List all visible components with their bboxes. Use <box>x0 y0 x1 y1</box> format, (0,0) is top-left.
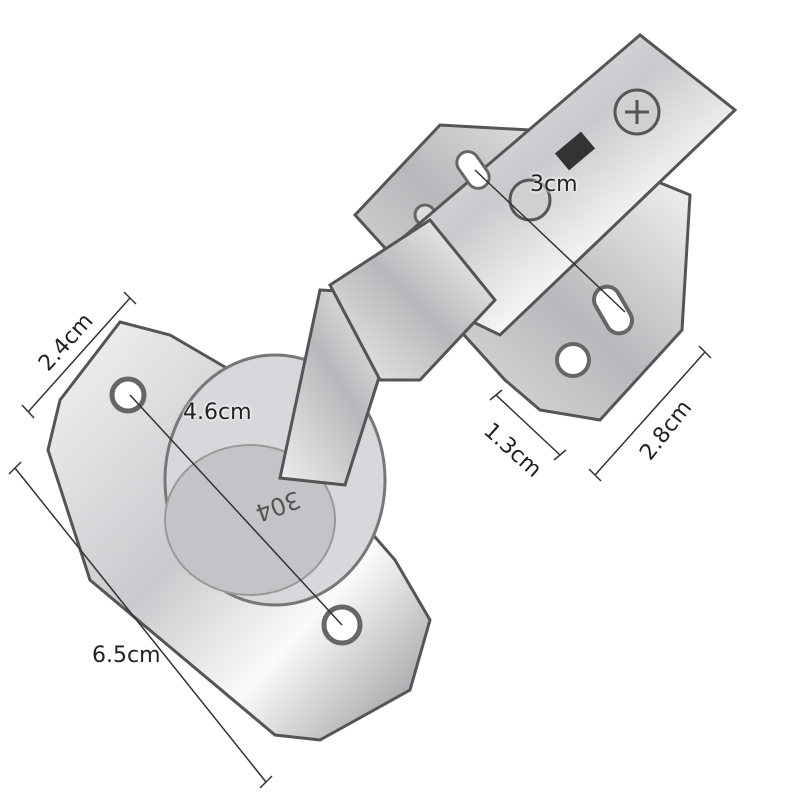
screw-cross <box>625 100 649 124</box>
arm-slot <box>455 150 491 190</box>
dimension-lines <box>8 169 712 789</box>
box-slot <box>554 131 596 171</box>
adjust-screw <box>508 178 552 222</box>
cup-inner <box>164 444 336 596</box>
base-screw-hole <box>109 376 147 414</box>
dimension-base-hole-spacing: 4.6cm <box>183 400 252 425</box>
plate-hole <box>555 342 591 378</box>
dimension-base-length: 6.5cm <box>92 643 161 668</box>
dimension-arm-hole-spacing: 3cm <box>530 172 578 197</box>
hinge-knuckle <box>328 218 497 382</box>
